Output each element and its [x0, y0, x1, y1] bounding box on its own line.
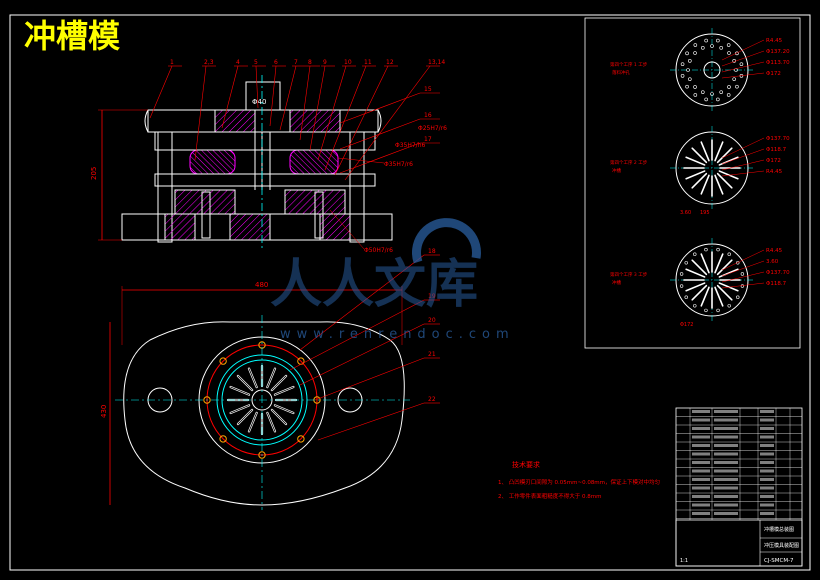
process-dim: Φ137.20 [766, 49, 790, 55]
ring-hole [203, 396, 211, 404]
title-block-name-1: 冲槽模总装图 [764, 526, 794, 533]
process-dim: R4.45 [766, 169, 783, 175]
process-dim: Φ118.7 [766, 281, 787, 287]
fit-label: Φ25H7/r6 [418, 125, 447, 132]
title-block-scale: 1:1 [680, 558, 688, 564]
front-callout-label: 11 [364, 59, 372, 66]
fit-label: Φ35H7/r6 [384, 161, 413, 168]
top-callout-label: 20 [428, 317, 436, 324]
process-label-line1: 第四个工序 1 工步 [610, 61, 648, 68]
process-label-line2: 冲槽 [612, 279, 621, 286]
front-callout-label: 12 [386, 59, 394, 66]
tech-notes-heading: 技术要求 [512, 460, 540, 469]
ring-hole [219, 435, 227, 443]
fit-label: Φ50H7/r6 [364, 247, 393, 254]
top-width-dim: 480 [255, 281, 268, 289]
front-callout-label: 6 [274, 59, 278, 66]
front-callout-label: 9 [323, 59, 327, 66]
front-height-dim: 205 [90, 167, 98, 180]
process-dim: Φ137.70 [766, 136, 790, 142]
process-dim: 3.60 [680, 210, 691, 216]
renrendoc-logo-icon [412, 218, 481, 264]
process-label-line1: 第四个工序 3 工步 [610, 271, 648, 278]
front-callout-label: 17 [424, 136, 432, 143]
top-view-callouts: 18 19 20 21 22 [289, 248, 440, 441]
tech-note-2: 2、 工作零件表面粗糙度不得大于 0.8mm [498, 492, 601, 500]
front-top-dim: Φ40 [252, 98, 266, 106]
top-callout-label: 21 [428, 351, 436, 358]
rubber-pad-left [189, 149, 236, 175]
process-dim: R4.45 [766, 248, 783, 254]
process-dim: 195 [700, 210, 710, 216]
flange-outline [123, 321, 405, 506]
process-dim: Φ172 [680, 322, 693, 328]
sheet-border [9, 14, 811, 571]
process-dim: R4.45 [766, 38, 783, 44]
top-callout-label: 18 [428, 248, 436, 255]
front-callout-label: 1 [170, 59, 174, 66]
process-label-line2: 落料冲孔 [612, 69, 630, 76]
title-block-name-2: 冲压模具装配图 [764, 542, 799, 549]
fit-label: Φ35H7/h6 [395, 142, 426, 149]
rubber-pad-right [289, 149, 339, 175]
watermark-url: www.renrendoc.com [280, 327, 515, 342]
ring-hole [258, 451, 266, 459]
process-dim: Φ172 [766, 71, 781, 77]
process-dim: 3.60 [766, 259, 779, 265]
front-callout-label: 2,3 [204, 59, 214, 66]
title-block-drawing-no: CJ-SMCM-7 [764, 558, 794, 564]
ring-hole [297, 435, 305, 443]
front-callout-label: 8 [308, 59, 312, 66]
front-callout-label: 15 [424, 86, 432, 93]
front-callout-label: 5 [254, 59, 258, 66]
process-views: 第四个工序 1 工步落料冲孔R4.45Φ137.20Φ113.70Φ172第四个… [610, 28, 790, 328]
tech-note-1: 1、 凸凹模刃口间隙为 0.05mm~0.08mm，保证上下模对中均匀 [498, 478, 660, 486]
front-callout-label: 7 [294, 59, 298, 66]
front-view-callouts: 1 2,3 4 5 6 7 8 9 10 11 12 13,14 15 16 17 [149, 59, 445, 181]
process-label-line1: 第四个工序 2 工步 [610, 159, 648, 166]
top-callout-label: 22 [428, 396, 436, 403]
die-shank [245, 81, 281, 111]
process-dim: Φ137.70 [766, 270, 790, 276]
watermark: 人人文库 www.renrendoc.com [270, 218, 515, 342]
watermark-text: 人人文库 [270, 255, 478, 315]
top-height-dim: 430 [100, 405, 108, 418]
title-block: 冲槽模总装图 冲压模具装配图 CJ-SMCM-7 1:1 [675, 407, 803, 567]
front-callout-label: 4 [236, 59, 240, 66]
process-dim: Φ113.70 [766, 60, 790, 66]
front-section-view: 205 Φ40 [90, 75, 393, 248]
front-callout-label: 16 [424, 112, 432, 119]
process-dim: Φ172 [766, 158, 781, 164]
front-callout-label: 10 [344, 59, 352, 66]
upper-die-plate [147, 109, 379, 133]
front-callout-label: 13,14 [428, 59, 445, 66]
process-dim: Φ118.7 [766, 147, 787, 153]
top-callout-label: 19 [428, 293, 436, 300]
drawing-title: 冲槽模 [24, 17, 120, 55]
process-panel [584, 17, 801, 349]
technical-requirements: 技术要求 1、 凸凹模刃口间隙为 0.05mm~0.08mm，保证上下模对中均匀… [498, 460, 660, 500]
top-plan-view: 480 430 [100, 281, 410, 510]
ring-hole [219, 357, 227, 365]
process-label-line2: 冲槽 [612, 167, 621, 174]
